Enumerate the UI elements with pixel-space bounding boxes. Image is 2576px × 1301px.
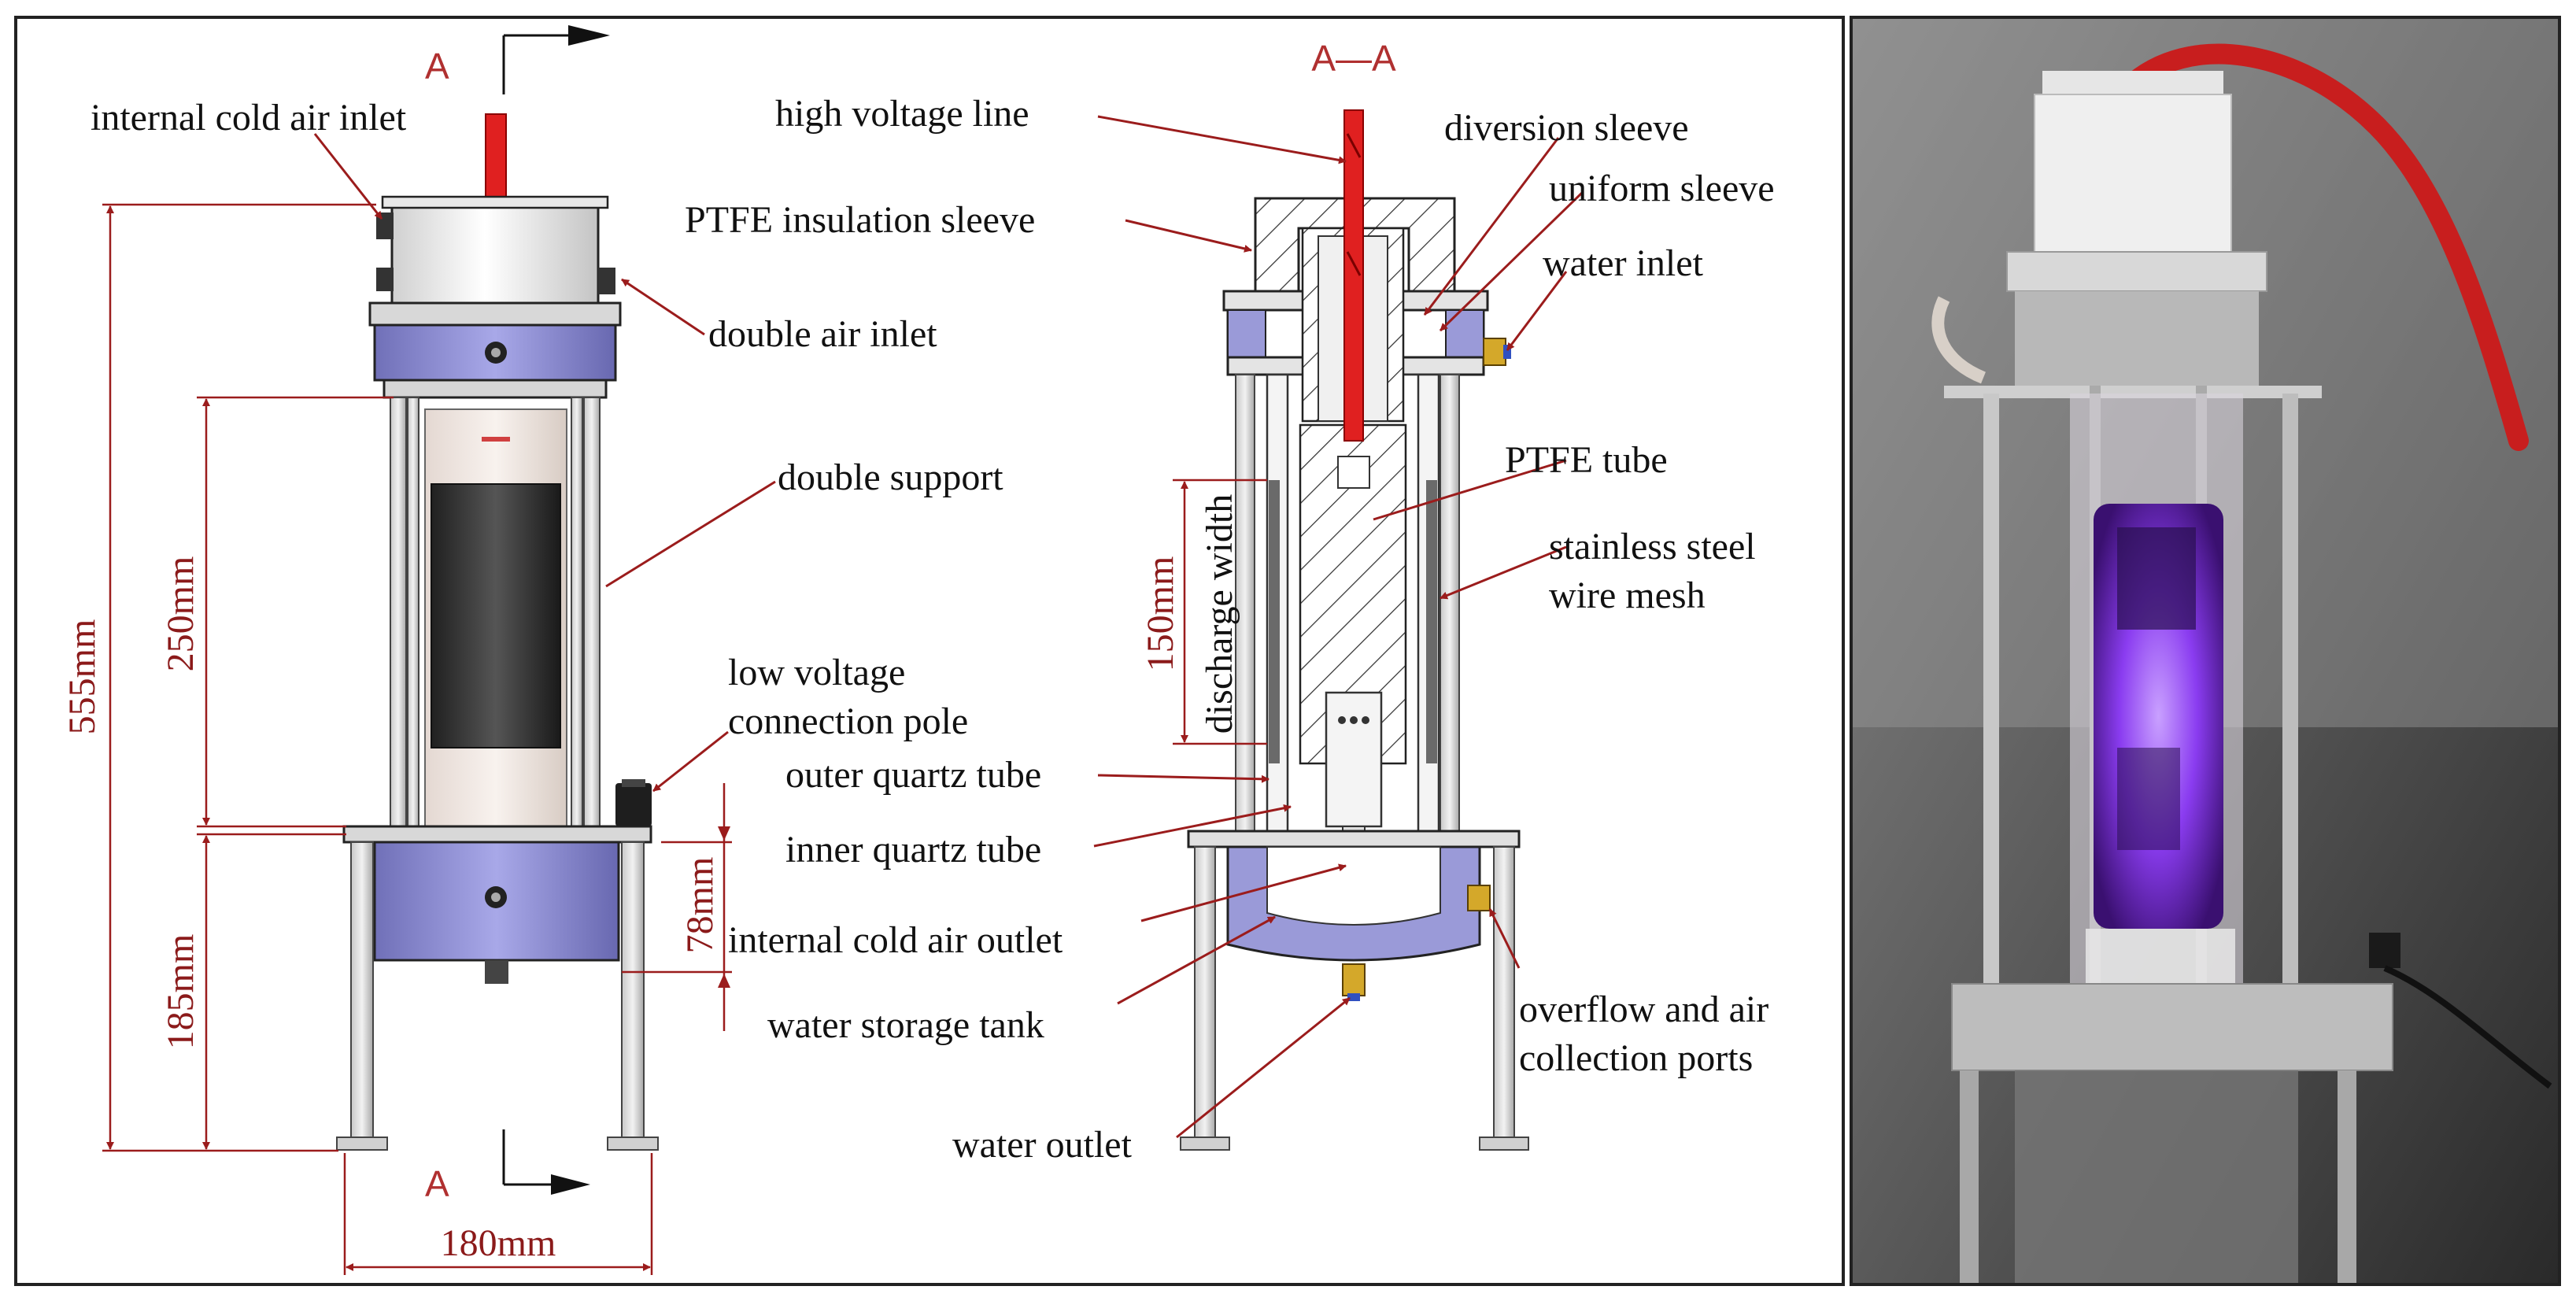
label-diversion-sleeve: diversion sleeve (1444, 107, 1689, 149)
section-arrow-bottom (502, 1129, 590, 1195)
top-flange (368, 301, 622, 327)
wire-mesh (1269, 480, 1280, 763)
leg-left (350, 841, 374, 1142)
label-water-inlet: water inlet (1543, 242, 1704, 284)
label-inner-quartz-tube: inner quartz tube (785, 829, 1041, 870)
label-wire-mesh-2: wire mesh (1549, 575, 1706, 616)
label-ptfe-insulation-sleeve: PTFE insulation sleeve (685, 199, 1035, 241)
label-discharge-width: discharge width (1199, 494, 1240, 734)
dim-tube-height: 250mm (160, 556, 201, 672)
section-mark-bottom: A (425, 1163, 449, 1204)
top-cap (390, 199, 600, 305)
support-rod-right (583, 397, 601, 827)
label-ptfe-tube: PTFE tube (1505, 439, 1668, 481)
label-double-air-inlet: double air inlet (708, 313, 937, 355)
inner-nozzle (1325, 691, 1383, 828)
label-water-outlet: water outlet (952, 1124, 1133, 1166)
hv-rod-external (485, 113, 507, 201)
label-water-storage-tank: water storage tank (767, 1004, 1044, 1046)
section-view: A—A (685, 38, 1775, 1166)
support-rod-left (390, 397, 407, 827)
water-outlet-fitting (1342, 963, 1366, 996)
dim-tank-height: 78mm (679, 857, 721, 954)
external-view: A A (61, 25, 1003, 1275)
hv-rod-section (1343, 109, 1364, 442)
double-air-inlet-fitting (598, 268, 615, 294)
label-double-support: double support (778, 456, 1003, 498)
dim-width: 180mm (441, 1222, 556, 1264)
reactor-photo (1853, 19, 2558, 1283)
low-voltage-pole (615, 783, 652, 826)
section-arrow-top (502, 25, 610, 94)
label-low-voltage-1: low voltage (728, 652, 905, 693)
label-internal-cold-air-inlet: internal cold air inlet (91, 97, 407, 139)
label-overflow-1: overflow and air (1519, 989, 1768, 1030)
discharge-dimension (1173, 479, 1267, 745)
base-plate (342, 825, 652, 844)
label-low-voltage-2: connection pole (728, 700, 968, 742)
dim-total-height: 555mm (61, 619, 103, 735)
water-inlet-fitting (1483, 338, 1506, 366)
section-leaders (1093, 115, 1584, 1139)
left-leaders (313, 133, 776, 793)
label-uniform-sleeve: uniform sleeve (1549, 168, 1775, 209)
dimension-lines (102, 203, 732, 1275)
label-internal-cold-air-outlet: internal cold air outlet (728, 919, 1063, 961)
drawing-panel-frame (14, 16, 1845, 1286)
label-outer-quartz-tube: outer quartz tube (785, 754, 1041, 796)
hv-cable-photo (2119, 43, 2529, 451)
section-title: A—A (1311, 38, 1396, 79)
outer-electrode (431, 483, 561, 748)
section-mark-top: A (425, 46, 449, 87)
leg-right (621, 841, 645, 1142)
label-wire-mesh-1: stainless steel (1549, 526, 1756, 567)
label-overflow-2: collection ports (1519, 1037, 1753, 1079)
label-high-voltage-line: high voltage line (775, 93, 1029, 135)
dim-leg-height: 185mm (160, 934, 201, 1050)
dim-discharge-length: 150mm (1140, 556, 1181, 672)
top-cap-photo (2034, 94, 2232, 253)
overflow-port (1467, 885, 1491, 911)
